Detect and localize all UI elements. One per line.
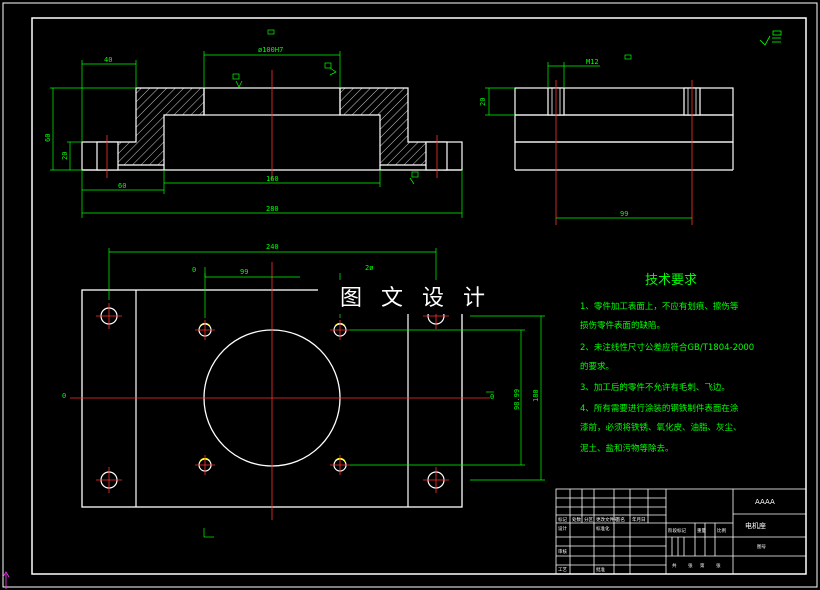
dim-lower-offset: 60	[118, 182, 126, 190]
tech-line-5: 3、加工后的零件不允许有毛刺、飞边。	[580, 382, 730, 393]
dim-vert-total: 180	[532, 389, 540, 402]
tech-line-8: 泥土、盐和污物等除去。	[580, 443, 674, 454]
tb-label-9: 重量	[697, 527, 706, 534]
tb-label-12: 工艺	[558, 567, 567, 573]
dim-side-height: 20	[479, 98, 487, 106]
tb-label-8: 阶段标记	[668, 527, 686, 534]
plan-view: 240 99 2ø 98.99 180 0 0 0	[62, 243, 545, 538]
dim-side-width: 99	[620, 210, 628, 218]
tech-line-4: 的要求。	[580, 361, 614, 372]
tb-label-16: 第	[700, 562, 705, 569]
dim-top-width: 40	[104, 56, 112, 64]
tb-label-4: 签名	[616, 516, 625, 523]
dim-bore: ø100H7	[258, 46, 283, 54]
tech-line-6: 4、所有需要进行涂装的钢铁制件表面在涂	[580, 403, 739, 414]
tech-line-7: 漆前，必须将铁锈、氧化皮、油脂、灰尘、	[580, 422, 742, 433]
dim-hole: M12	[586, 58, 599, 66]
dim-inner-width: 160	[266, 175, 279, 183]
drawing-no-label: 图号	[757, 544, 766, 550]
tb-label-0: 标记	[558, 516, 567, 523]
side-view: M12 20 99	[479, 30, 782, 225]
front-view: 40 ø100H7 60 20 60 160 280	[44, 29, 463, 218]
tech-line-3: 2、未注线性尺寸公差应符合GB/T1804-2000	[580, 342, 754, 353]
center-mark-left: 0	[62, 392, 66, 400]
general-roughness-icon	[759, 30, 782, 46]
dim-height-base: 20	[61, 152, 69, 160]
tech-line-2: 损伤零件表面的缺陷。	[580, 320, 665, 331]
tb-label-1: 处数	[572, 516, 581, 523]
tb-label-7: 标准化	[596, 525, 610, 532]
watermark-text: 图 文 设 计	[340, 286, 491, 311]
tb-label-13: 批准	[596, 566, 605, 573]
dim-partial: 2ø	[365, 264, 374, 272]
tb-label-6: 设计	[558, 525, 567, 532]
dim-vert-spacing: 98.99	[513, 389, 521, 410]
tb-label-14: 共	[672, 562, 677, 569]
tb-label-2: 分区	[584, 516, 593, 523]
tech-title: 技术要求	[645, 273, 697, 288]
tech-requirements: 技术要求 1、零件加工表面上，不应有划痕、擦伤等 损伤零件表面的缺陷。 2、未注…	[580, 273, 754, 454]
drawing-id: AAAA	[755, 498, 775, 506]
tb-label-3: 更改文件号	[596, 516, 619, 523]
tb-label-11: 审核	[558, 548, 567, 555]
tb-label-10: 比例	[717, 527, 726, 534]
sheet-frame	[31, 17, 807, 575]
dim-hole-spacing: 99	[240, 268, 248, 276]
tb-label-5: 年月日	[632, 516, 646, 523]
center-mark-top: 0	[192, 266, 196, 274]
ucs-axis-icon	[2, 571, 10, 589]
dim-height-total: 60	[44, 134, 52, 142]
roughness-symbol-icon	[232, 29, 419, 185]
watermark-bg	[318, 280, 498, 314]
dim-overall-width: 280	[266, 205, 279, 213]
tb-label-15: 张	[688, 562, 693, 569]
center-mark-right: 0	[490, 393, 494, 401]
dim-plan-width: 240	[266, 243, 279, 251]
tb-label-17: 张	[716, 562, 721, 569]
title-block	[555, 488, 807, 575]
part-name: 电机座	[745, 521, 766, 530]
tech-line-1: 1、零件加工表面上，不应有划痕、擦伤等	[580, 301, 739, 312]
title-block-labels: 标记 处数 分区 更改文件号 签名 年月日 设计 标准化 阶段标记 重量 比例 …	[558, 516, 726, 573]
